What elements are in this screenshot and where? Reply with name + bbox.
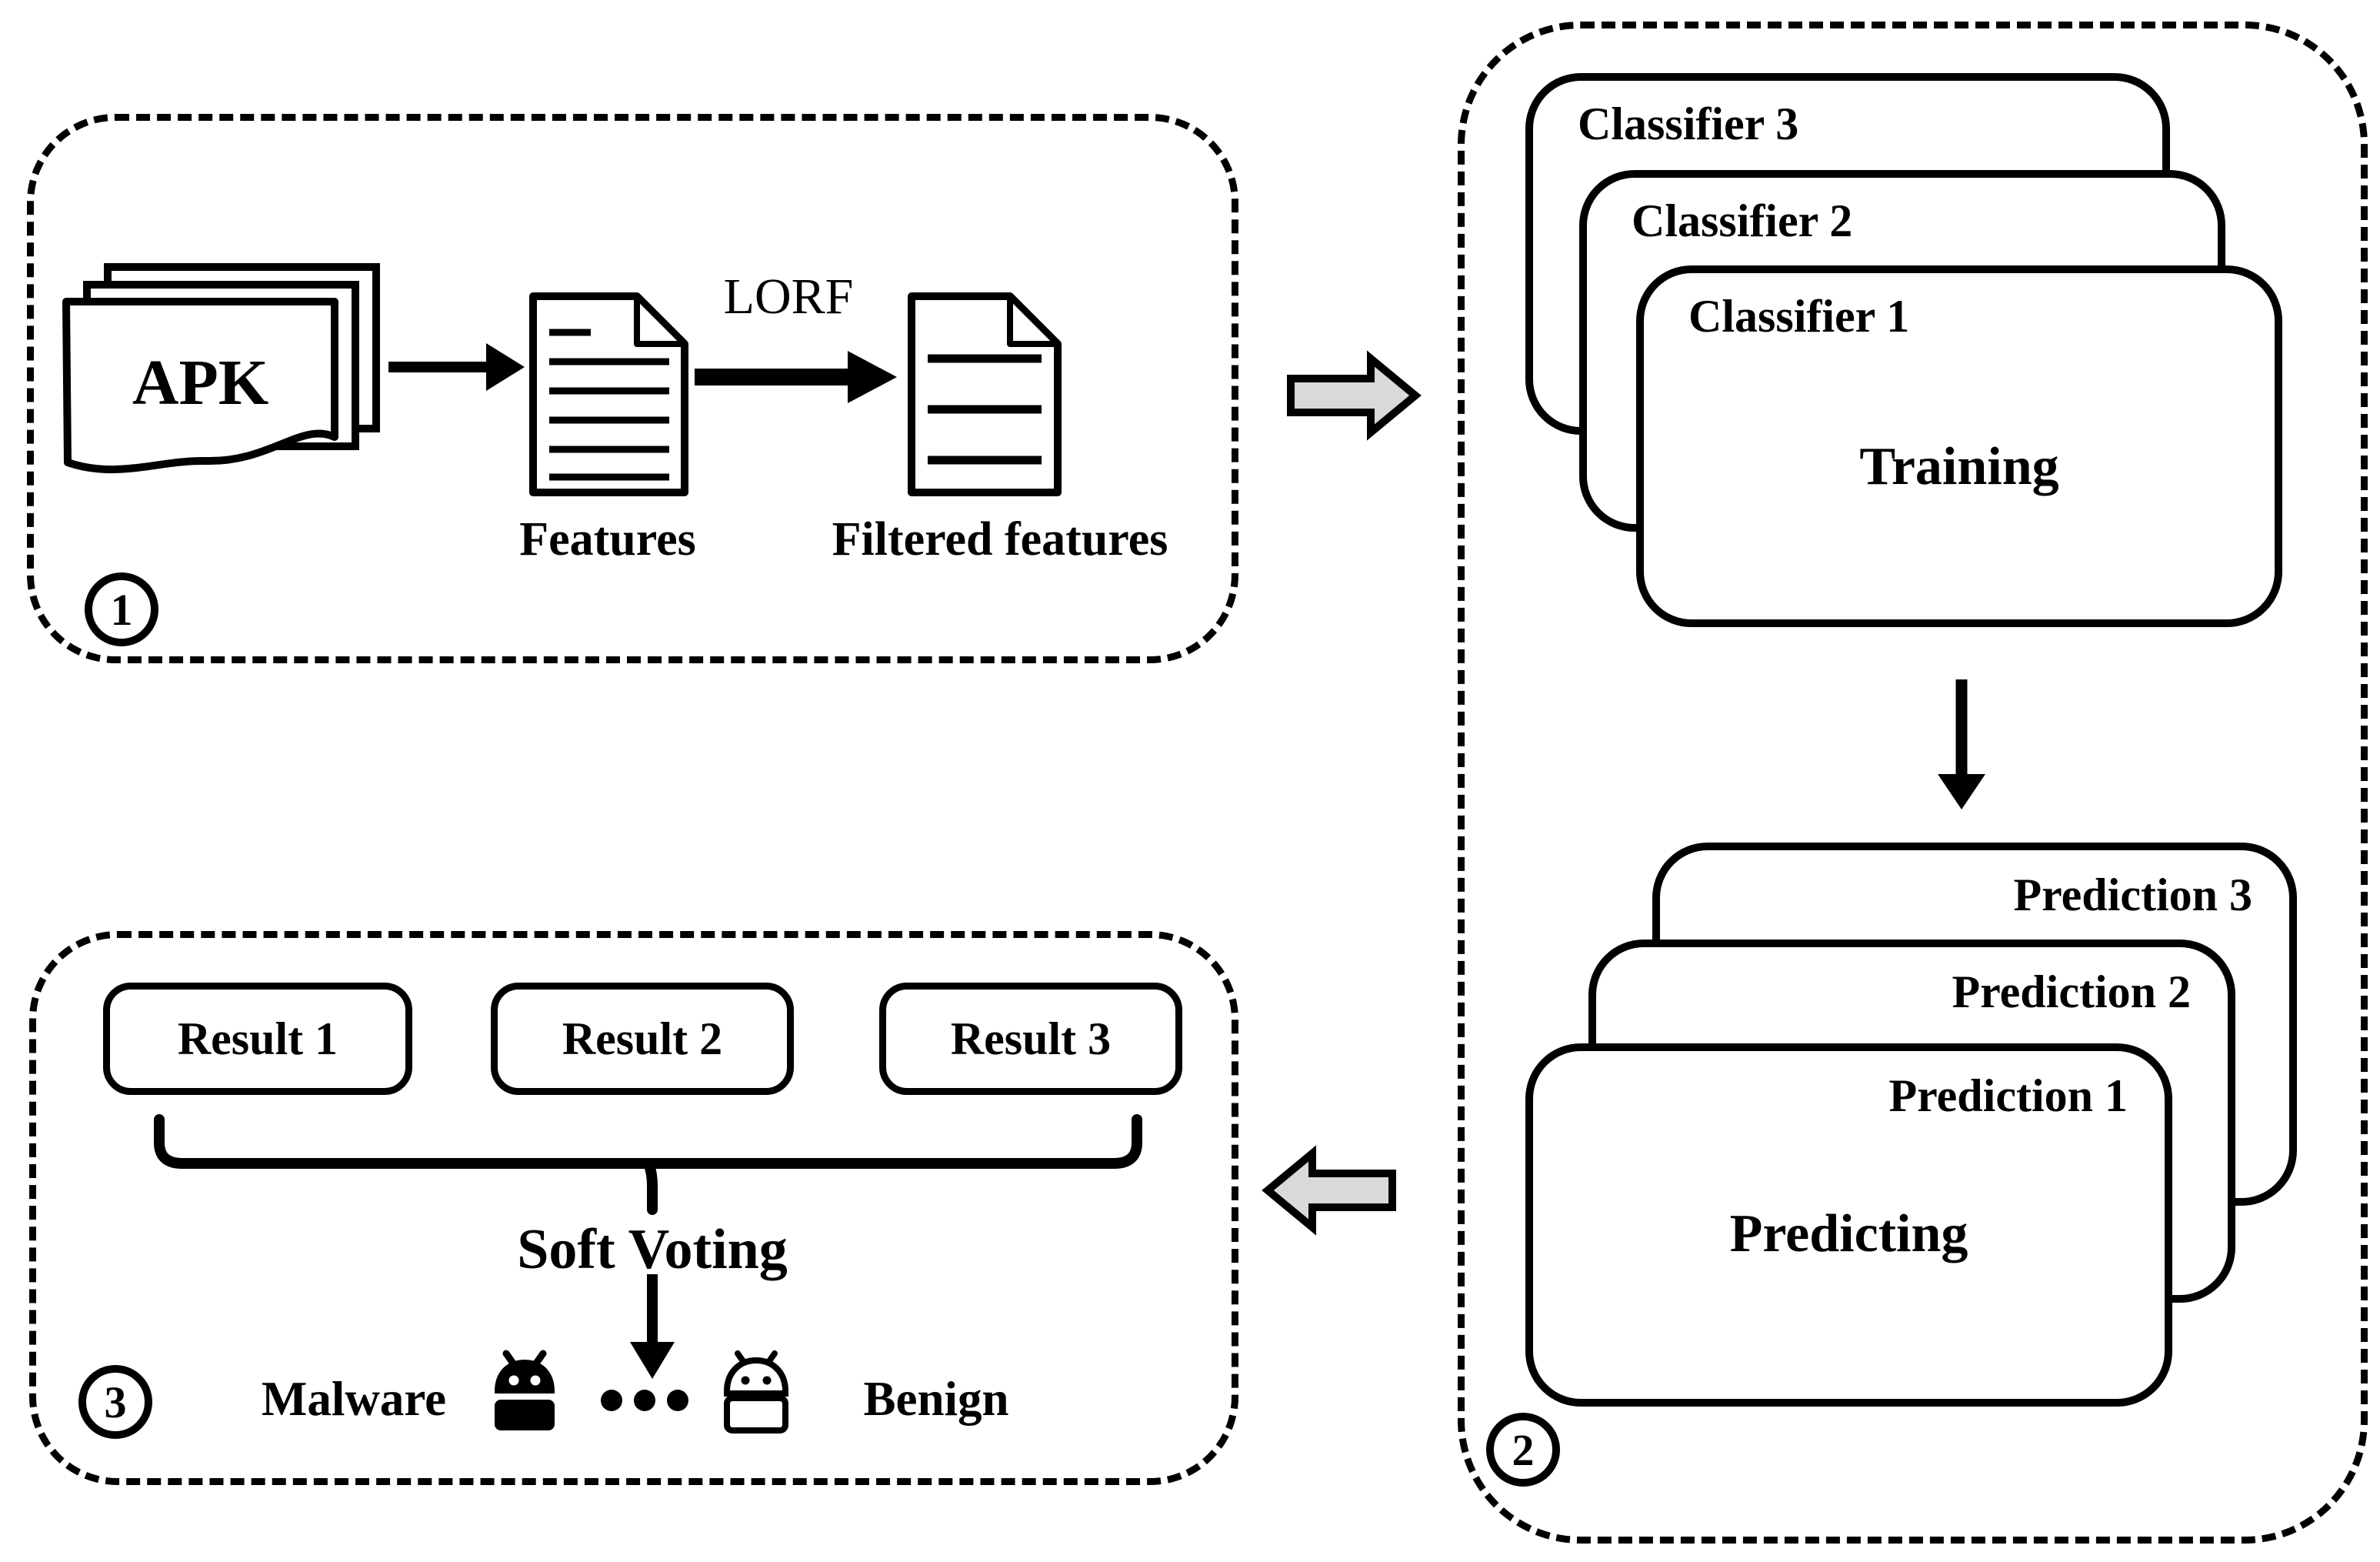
features-label: Features (519, 513, 696, 566)
prediction2-label: Prediction 2 (1952, 966, 2191, 1017)
classifier1-label: Classifier 1 (1688, 291, 1910, 342)
block-arrow-right-icon (1287, 350, 1422, 441)
apk-stack-icon (62, 263, 380, 474)
apk-label: APK (132, 346, 269, 419)
arrow-training-to-predicting-icon (1938, 679, 1985, 809)
benign-label: Benign (863, 1372, 1009, 1426)
prediction1-card: Prediction 1 Predicting (1525, 1043, 2172, 1407)
soft-voting-label: Soft Voting (517, 1218, 788, 1281)
result2-label: Result 2 (562, 1013, 723, 1064)
filtered-features-label: Filtered features (832, 513, 1168, 566)
stage2-badge-number: 2 (1512, 1424, 1535, 1475)
prediction1-label: Prediction 1 (1888, 1070, 2128, 1121)
brace-icon (154, 1114, 1142, 1215)
malware-label: Malware (261, 1372, 447, 1426)
stage2-box (1458, 22, 2368, 1544)
malware-android-icon (495, 1350, 555, 1430)
classifier1-card: Classifier 1 Training (1636, 265, 2282, 627)
benign-android-icon (724, 1350, 788, 1434)
arrow-soft-voting-icon (630, 1274, 675, 1379)
result1-box: Result 1 (103, 983, 412, 1095)
training-label: Training (1859, 437, 2059, 496)
filtered-features-document-icon (908, 292, 1062, 496)
result1-label: Result 1 (177, 1013, 338, 1064)
stage1-badge: 1 (85, 572, 158, 646)
prediction3-label: Prediction 3 (2013, 869, 2252, 920)
lorf-label: LORF (723, 269, 854, 325)
stage1-badge-number: 1 (110, 584, 133, 635)
block-arrow-left-icon (1262, 1145, 1396, 1236)
result3-label: Result 3 (950, 1013, 1112, 1064)
features-document-icon (529, 292, 688, 496)
stage1-box (27, 114, 1238, 663)
predicting-label: Predicting (1729, 1204, 1968, 1263)
classifier2-label: Classifier 2 (1632, 195, 1853, 246)
arrow-apk-to-features-icon (388, 343, 525, 391)
result3-box: Result 3 (879, 983, 1182, 1095)
stage3-box (29, 931, 1238, 1485)
ellipsis-dots-icon (601, 1390, 688, 1411)
stage2-badge: 2 (1486, 1413, 1560, 1487)
stage3-badge-number: 3 (104, 1377, 127, 1427)
classifier3-label: Classifier 3 (1578, 98, 1799, 149)
arrow-lorf-icon (695, 351, 897, 403)
stage3-badge: 3 (78, 1365, 152, 1439)
result2-box: Result 2 (491, 983, 794, 1095)
